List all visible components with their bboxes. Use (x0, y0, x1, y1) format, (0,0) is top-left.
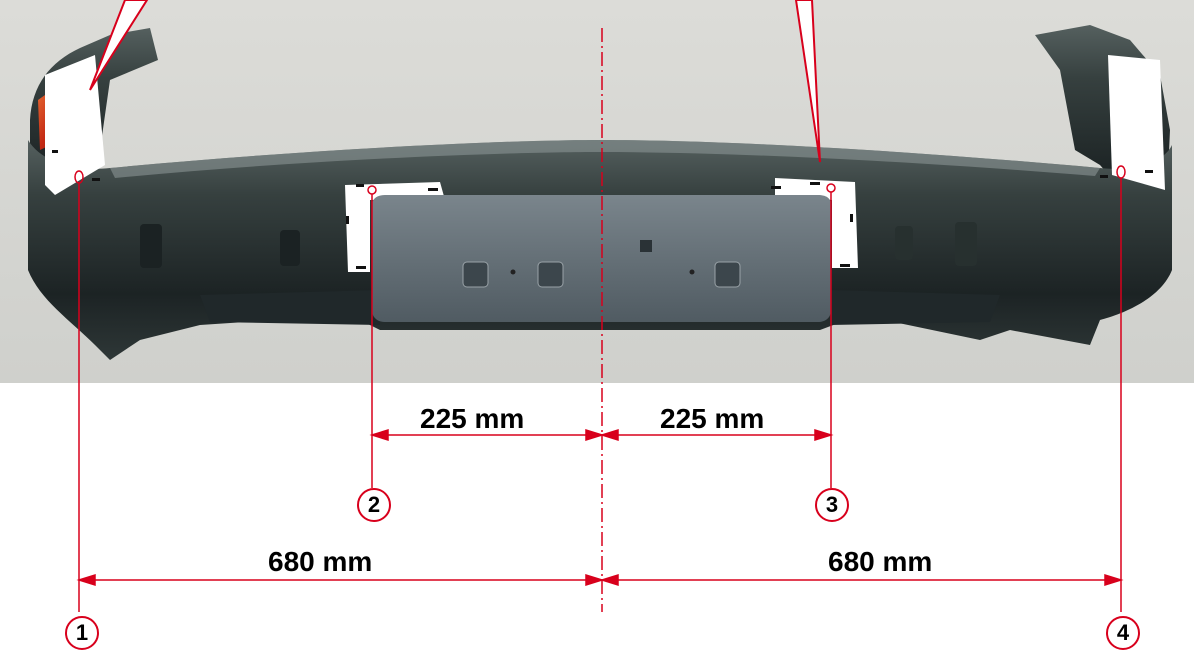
point-marker-1: 1 (65, 616, 99, 650)
point-marker-2: 2 (357, 488, 391, 522)
pointer-left (89, 0, 149, 91)
dimension-lines (76, 428, 1124, 587)
point-marker-3: 3 (815, 488, 849, 522)
dim-label-outer-left: 680 mm (268, 546, 373, 577)
dim-label-outer-right: 680 mm (828, 546, 933, 577)
dim-label-inner-left: 225 mm (420, 403, 525, 434)
dim-label-inner-right: 225 mm (660, 403, 765, 434)
point-marker-4: 4 (1106, 616, 1140, 650)
extension-lines (78, 178, 1122, 612)
pointer-right (794, 0, 821, 163)
tape-edge-marks (52, 150, 1153, 269)
